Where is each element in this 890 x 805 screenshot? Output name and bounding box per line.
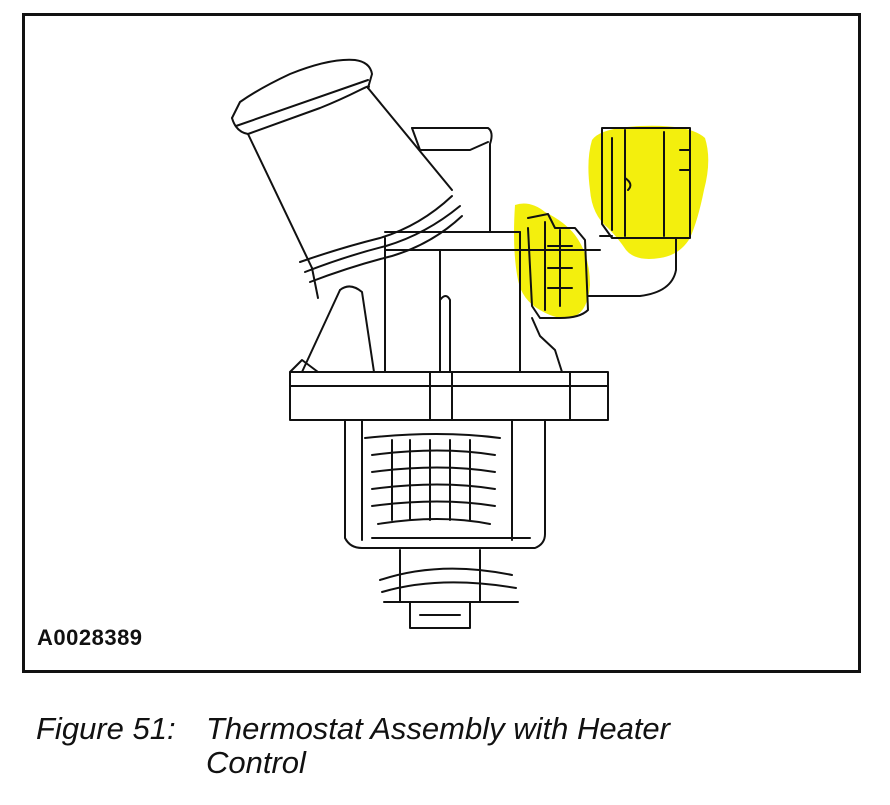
thermostat-housing: [301, 127, 601, 373]
part-number-label: A0028389: [37, 625, 143, 650]
wiring-lead: [587, 235, 677, 297]
outlet-neck: [231, 58, 463, 299]
mounting-flange: [289, 359, 609, 421]
heater-control-connector: [601, 127, 691, 239]
connector-highlight: [588, 125, 709, 259]
heater-control-valve: [527, 213, 589, 373]
figure-frame: [22, 13, 861, 673]
thermostat-coil: [344, 419, 546, 549]
caption-line-2: Control: [206, 745, 306, 780]
figure-caption: Figure 51: Thermostat Assembly with Heate…: [36, 712, 836, 780]
caption-line-1: Thermostat Assembly with Heater: [206, 711, 671, 746]
thermostat-spring: [371, 537, 531, 629]
valve-highlight: [514, 203, 590, 318]
figure-number: Figure 51:: [36, 711, 176, 746]
